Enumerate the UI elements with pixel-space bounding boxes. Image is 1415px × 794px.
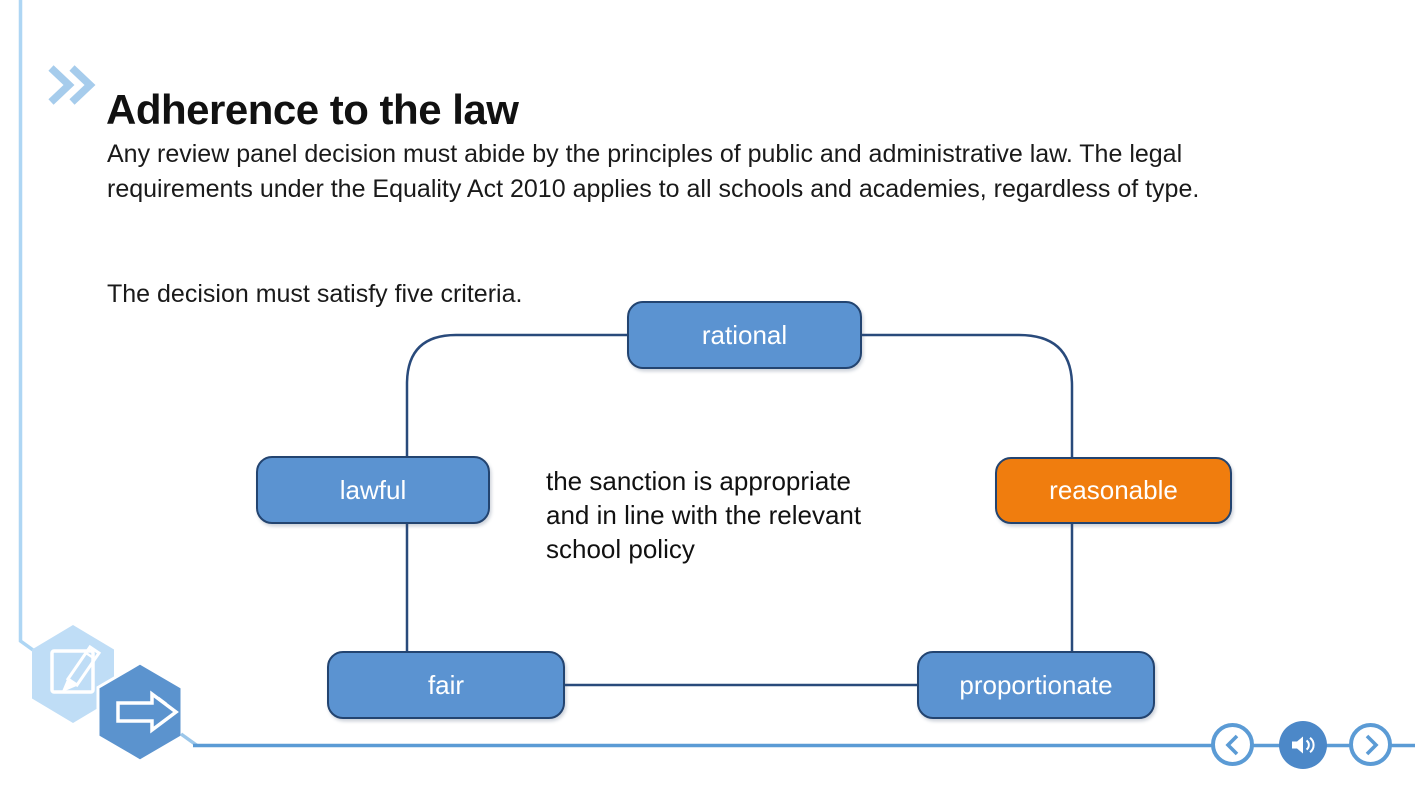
node-rational[interactable]: rational — [627, 301, 862, 369]
chevron-right-icon — [1365, 734, 1379, 755]
previous-button[interactable] — [1211, 723, 1254, 766]
chevron-left-icon — [1224, 734, 1238, 755]
node-rational-label: rational — [701, 319, 788, 350]
node-caption: the sanction is appropriate and in line … — [546, 464, 861, 566]
edit-note-icon — [32, 625, 114, 723]
arrow-right-icon — [96, 661, 184, 763]
caption-line: school policy — [546, 534, 695, 564]
node-proportionate[interactable]: proportionate — [917, 651, 1155, 719]
left-border-line — [18, 0, 35, 652]
node-fair-label: fair — [427, 669, 465, 700]
double-chevron-icon — [48, 65, 96, 105]
node-fair[interactable]: fair — [327, 651, 565, 719]
caption-line: and in line with the relevant — [546, 500, 862, 530]
criteria-intro: The decision must satisfy five criteria. — [107, 280, 523, 308]
node-lawful-label: lawful — [339, 474, 407, 505]
node-proportionate-label: proportionate — [959, 669, 1113, 700]
speaker-icon — [1292, 736, 1315, 754]
hexagon-line-join — [179, 732, 199, 747]
caption-line: the sanction is appropriate — [546, 466, 851, 496]
audio-button[interactable] — [1279, 721, 1327, 769]
node-reasonable[interactable]: reasonable — [995, 457, 1232, 524]
page-title: Adherence to the law — [106, 86, 519, 134]
node-reasonable-label: reasonable — [1049, 475, 1178, 505]
body-paragraph: Any review panel decision must abide by … — [107, 140, 1200, 203]
node-lawful[interactable]: lawful — [256, 456, 490, 524]
next-button[interactable] — [1349, 723, 1392, 766]
